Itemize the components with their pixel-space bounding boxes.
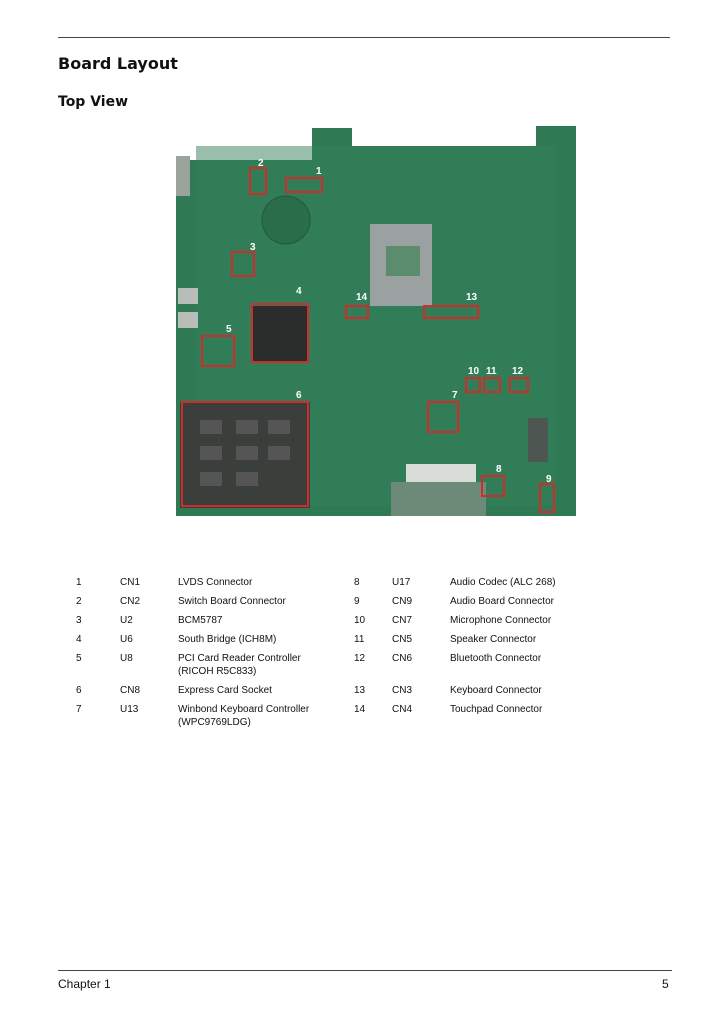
callout-label: 3 (250, 242, 256, 253)
table-row: 6 CN8 Express Card Socket 13 CN3 Keyboar… (76, 685, 542, 696)
callout-box-1 (285, 177, 323, 193)
table-row: 5 U8 PCI Card Reader Controller (RICOH R… (76, 653, 542, 677)
coin-battery (261, 195, 311, 245)
page-number: 5 (662, 977, 669, 991)
table-row: 3 U2 BCM5787 10 CN7 Microphone Connector (76, 615, 552, 626)
table-row: 7 U13 Winbond Keyboard Controller (WPC97… (76, 704, 543, 728)
table-row: 2 CN2 Switch Board Connector 9 CN9 Audio… (76, 596, 554, 607)
callout-label: 11 (486, 366, 497, 377)
callout-label: 8 (496, 464, 502, 475)
page-title: Board Layout (58, 54, 178, 73)
callout-label: 10 (468, 366, 480, 377)
parts-table: 1 CN1 LVDS Connector 8 U17 Audio Codec (… (76, 576, 596, 735)
callout-box-11 (483, 377, 501, 393)
part-description-detail: (WPC9769LDG) (178, 717, 251, 728)
table-row: 1 CN1 LVDS Connector 8 U17 Audio Codec (… (76, 577, 556, 588)
footer-rule (58, 970, 672, 971)
side-connector (528, 418, 548, 462)
callout-label: 12 (512, 366, 524, 377)
callout-box-2 (249, 167, 267, 195)
south-bridge-chip (252, 306, 308, 362)
header-rule (58, 37, 670, 38)
callout-label: 14 (356, 292, 368, 303)
callout-label: 2 (258, 158, 264, 169)
callout-box-13 (423, 305, 479, 319)
callout-label: 6 (296, 390, 302, 401)
usb-port (178, 288, 198, 304)
vga-port (176, 156, 190, 196)
motherboard-illustration: 1 2 3 4 5 6 7 8 9 10 11 12 13 14 (176, 126, 576, 516)
callout-box-4 (251, 303, 309, 363)
callout-box-6 (181, 401, 309, 507)
callout-box-7 (427, 401, 459, 433)
callout-label: 13 (466, 292, 478, 303)
usb-port (178, 312, 198, 328)
section-subtitle: Top View (58, 94, 129, 110)
table-row: 4 U6 South Bridge (ICH8M) 11 CN5 Speaker… (76, 634, 537, 645)
callout-box-9 (539, 483, 555, 513)
callout-box-5 (201, 335, 235, 367)
part-description: PCI Card Reader Controller (178, 653, 301, 664)
board-layout-figure: 1 2 3 4 5 6 7 8 9 10 11 12 13 14 (176, 126, 576, 522)
part-description: Winbond Keyboard Controller (178, 704, 310, 715)
footer-chapter: Chapter 1 (58, 977, 111, 991)
callout-label: 9 (546, 474, 552, 485)
callout-box-10 (465, 377, 481, 393)
callout-label: 4 (296, 286, 302, 297)
callout-label: 1 (316, 166, 322, 177)
callout-label: 5 (226, 324, 232, 335)
callout-box-3 (231, 251, 255, 277)
part-description-detail: (RICOH R5C833) (178, 666, 257, 677)
callout-label: 7 (452, 390, 458, 401)
callout-box-8 (481, 475, 505, 497)
callout-box-12 (509, 377, 529, 393)
callout-box-14 (345, 305, 369, 319)
